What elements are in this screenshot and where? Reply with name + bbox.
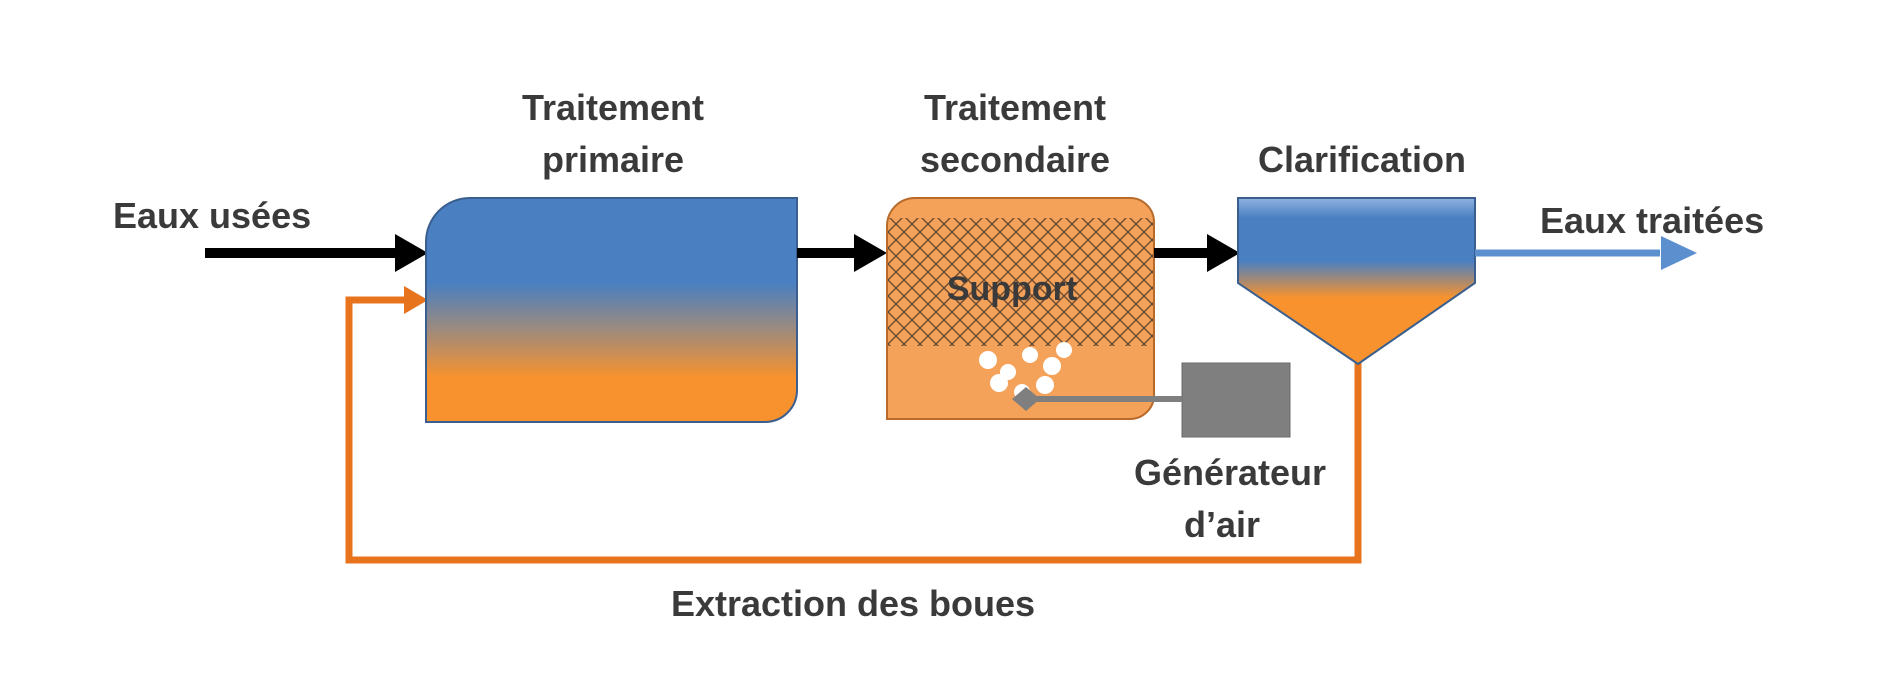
secondary-title-line1: Traitement xyxy=(924,87,1106,128)
air-generator-label-line2: d’air xyxy=(1184,504,1260,545)
primary-title-line2: primaire xyxy=(542,139,684,180)
air-generator-label-line1: Générateur xyxy=(1134,452,1326,493)
sludge-extraction-label: Extraction des boues xyxy=(671,583,1035,624)
secondary-to-clarifier-arrowhead xyxy=(1207,234,1240,272)
sludge-recycle-arrowhead xyxy=(404,286,428,314)
air-generator xyxy=(1181,362,1291,438)
sludge-recycle-line xyxy=(345,296,1362,564)
output-label: Eaux traitées xyxy=(1540,200,1764,241)
secondary-title-line2: secondaire xyxy=(920,139,1110,180)
secondary-reactor: Support xyxy=(886,197,1155,420)
input-label: Eaux usées xyxy=(113,195,311,236)
primary-title-line1: Traitement xyxy=(522,87,704,128)
primary-to-secondary-arrowhead xyxy=(854,234,887,272)
output-arrowhead xyxy=(1661,236,1697,270)
input-arrowhead xyxy=(395,234,428,272)
support-label: Support xyxy=(947,270,1077,308)
primary-tank xyxy=(425,197,798,423)
clarification-title: Clarification xyxy=(1258,139,1466,180)
air-supply-arrowhead xyxy=(1012,387,1040,411)
clarifier-tank xyxy=(1237,197,1476,366)
